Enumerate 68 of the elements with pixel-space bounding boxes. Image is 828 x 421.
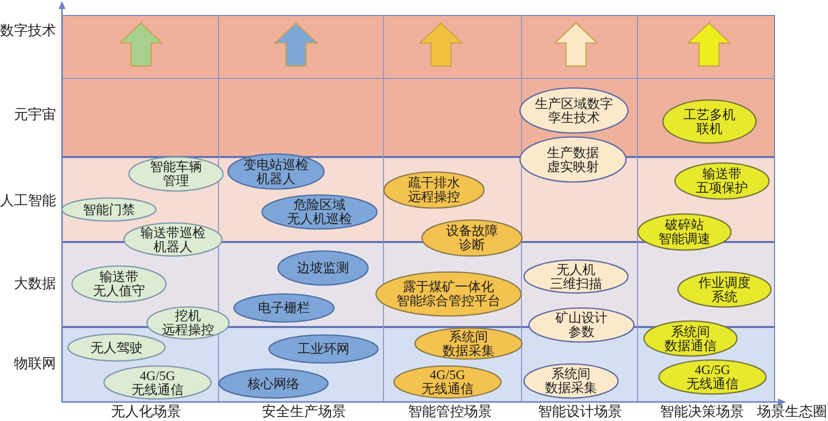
scenario-ellipse xyxy=(643,320,738,357)
ellipse-label: 4G/5G无线通信 xyxy=(422,368,474,396)
scenario-ellipse xyxy=(61,197,157,222)
row-label: 大数据 xyxy=(14,277,56,293)
ellipse-label: 系统间数据采集 xyxy=(545,367,597,395)
ellipse-label: 工业环网 xyxy=(298,342,350,356)
scenario-ellipse xyxy=(414,327,523,360)
scenario-ellipse xyxy=(128,156,224,192)
scenario-ellipse xyxy=(218,368,329,399)
ellipse-label: 电子栅栏 xyxy=(258,301,310,315)
ellipse-label: 设备故障诊断 xyxy=(446,224,498,252)
scenario-ellipse xyxy=(658,359,767,395)
row-label: 人工智能 xyxy=(0,194,56,210)
ellipse-label: 生产区域数字孪生技术 xyxy=(535,96,613,124)
scenario-ellipse xyxy=(375,271,522,317)
scenario-ellipse xyxy=(662,99,757,144)
ellipse-label: 智能车辆管理 xyxy=(150,160,202,188)
ellipse-label: 智能门禁 xyxy=(83,202,135,216)
ellipse-label: 无人机三维扫描 xyxy=(550,262,602,290)
column-label: 安全生产场景 xyxy=(262,405,346,421)
ellipse-label: 系统间数据采集 xyxy=(442,330,494,358)
scenario-ellipse xyxy=(637,213,732,251)
ellipse-label: 生产数据虚实映射 xyxy=(547,146,599,174)
ellipse-label: 4G/5G无线通信 xyxy=(686,363,738,391)
ellipse-label: 输送带巡检机器人 xyxy=(140,226,206,254)
row-label: 元宇宙 xyxy=(14,108,56,124)
scenario-ellipse xyxy=(123,222,223,257)
ellipse-label: 核心网络 xyxy=(248,376,300,390)
ellipse-label: 无人驾驶 xyxy=(90,340,142,354)
ellipse-label: 挖机远程操控 xyxy=(162,309,214,337)
ellipse-label: 边坡监测 xyxy=(297,261,349,275)
scenario-ellipse xyxy=(261,194,378,230)
ellipse-label: 矿山设计参数 xyxy=(556,311,608,339)
column-label: 无人化场景 xyxy=(111,405,181,421)
scenario-ellipse xyxy=(523,363,619,399)
scenario-ellipse xyxy=(277,250,369,286)
scenario-ellipse xyxy=(146,306,230,340)
scenario-ellipse xyxy=(383,171,485,209)
scenario-ellipse xyxy=(421,219,523,257)
column-label: 智能管控场景 xyxy=(408,405,492,421)
ellipse-label: 疏干排水远程操控 xyxy=(408,176,460,204)
ellipse-label: 露于煤矿一体化智能综合管控平台 xyxy=(396,280,500,308)
ellipse-label: 变电站巡检机器人 xyxy=(244,158,308,186)
ellipse-label: 工艺多机联机 xyxy=(684,108,736,136)
scenario-ellipse xyxy=(393,365,502,399)
ellipse-label: 输送带无人值守 xyxy=(93,270,145,298)
ellipse-label: 4G/5G无线通信 xyxy=(132,368,184,396)
scenario-ellipse xyxy=(528,307,635,343)
ellipse-label: 系统间数据通信 xyxy=(664,324,716,352)
row-label: 数字技术 xyxy=(0,24,56,40)
ellipse-label: 破碎站智能调速 xyxy=(658,218,710,246)
scenario-ellipse xyxy=(674,162,770,200)
scenario-ellipse xyxy=(523,259,629,294)
scenario-ellipse xyxy=(519,87,629,134)
ellipse-label: 输送带五项保护 xyxy=(696,167,748,195)
ellipse-label: 危险区域无人机巡检 xyxy=(287,198,352,226)
scenario-ellipse xyxy=(103,365,212,400)
scenario-ellipse xyxy=(268,334,379,364)
scenario-ellipse xyxy=(227,153,325,190)
scenario-ellipse xyxy=(677,271,772,308)
ellipse-label: 作业调度系统 xyxy=(698,276,750,304)
axis-title: 场景生态圈 xyxy=(757,405,827,421)
scenario-ellipse xyxy=(519,136,627,183)
row-label: 物联网 xyxy=(14,357,56,373)
column-label: 智能决策场景 xyxy=(660,405,744,421)
scenario-ellipse xyxy=(233,293,335,323)
column-label: 智能设计场景 xyxy=(538,405,622,421)
scenario-ellipse xyxy=(71,265,167,303)
